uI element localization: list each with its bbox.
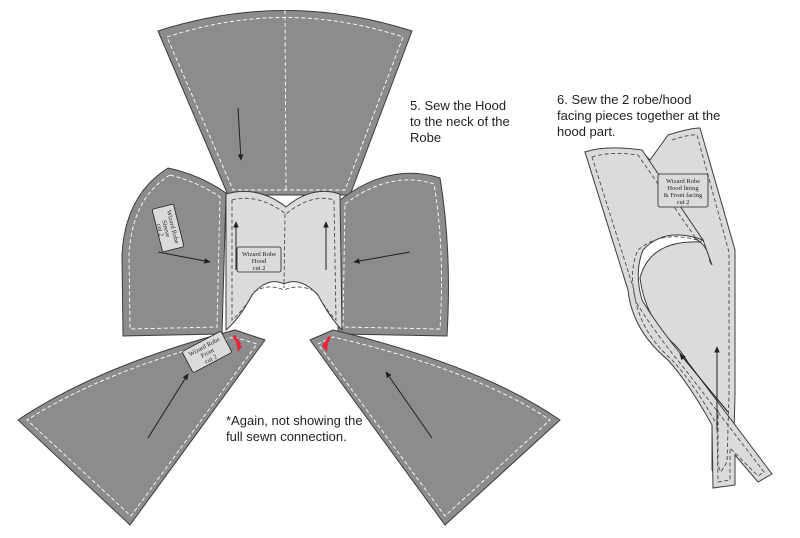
hood-piece: Wizard Robe Hood cut 2 [225,190,343,332]
right-pin-icon [322,335,332,352]
facing-pieces: Wizard Robe Hood lining & Front facing c… [583,127,773,489]
sleeve-label-line2: Sleeve [160,219,171,238]
left-front-grain-arrow [147,373,189,439]
left-sleeve-piece: Wizard Robe Sleeve cut 2 [121,167,227,337]
right-front-piece [309,329,561,526]
facing-label-line2: Hood lining [667,185,699,192]
left-sleeve-grain-arrow [157,251,211,264]
hood-label-line1: Wizard Robe [242,251,276,258]
robe-back-piece [157,9,413,196]
back-grain-arrow [237,107,244,161]
facing-label-line4: cut 2 [677,199,690,206]
right-front-grain-arrow [385,371,433,439]
sleeve-label: Wizard Robe Sleeve cut 2 [152,204,184,252]
facing-label-line1: Wizard Robe [666,178,700,185]
left-pin-icon [232,334,242,352]
hood-label-line2: Hood [252,258,267,265]
facing-label: Wizard Robe Hood lining & Front facing c… [657,173,709,208]
step6-instruction: 6. Sew the 2 robe/hood facing pieces tog… [557,92,721,139]
hood-label-line3: cut 2 [253,265,266,272]
sleeve-label-line3: cut 2 [155,223,165,237]
hood-label: Wizard Robe Hood cut 2 [236,246,282,273]
facing-left-grain-arrow [679,353,729,413]
left-front-piece: Wizard Robe Front cut 2 [17,329,266,526]
facing-label-line3: & Front facing [664,192,703,199]
step5-instruction: 5. Sew the Hood to the neck of the Robe [410,98,510,145]
connection-note: *Again, not showing the full sewn connec… [226,413,363,444]
right-sleeve-piece [337,172,449,337]
right-sleeve-grain-arrow [353,251,411,264]
